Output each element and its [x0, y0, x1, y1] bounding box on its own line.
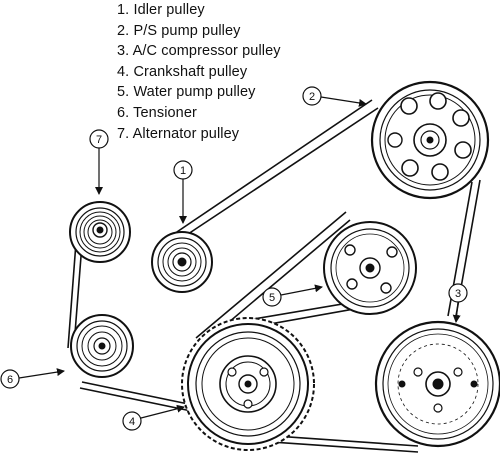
callout-2-label: 2	[309, 91, 315, 103]
callout-3-label: 3	[455, 288, 461, 300]
tensioner-pulley	[70, 314, 134, 378]
idler-pulley	[151, 231, 213, 293]
ac-compressor-pulley	[374, 320, 500, 448]
callout-2: 2	[302, 86, 367, 107]
callout-6: 6	[0, 368, 65, 389]
parts-legend: 1. Idler pulley 2. P/S pump pulley 3. A/…	[117, 0, 281, 144]
legend-item-ps-pump: 2. P/S pump pulley	[117, 22, 241, 39]
ps-pump-pulley	[370, 80, 490, 200]
legend-item-water-pump: 5. Water pump pulley	[117, 84, 256, 101]
callout-5: 5	[262, 284, 323, 307]
legend-item-crankshaft: 4. Crankshaft pulley	[117, 63, 248, 80]
legend-item-tensioner: 6. Tensioner	[117, 104, 197, 121]
crankshaft-pulley	[181, 317, 315, 451]
callout-1: 1	[173, 160, 193, 224]
water-pump-pulley	[323, 221, 417, 315]
legend-item-ac-compressor: 3. A/C compressor pulley	[117, 43, 281, 60]
legend-item-alternator: 7. Alternator pulley	[117, 125, 240, 142]
callout-4-label: 4	[129, 416, 135, 428]
callout-3: 3	[448, 283, 468, 323]
callout-7: 7	[89, 129, 109, 195]
callout-6-label: 6	[7, 374, 13, 386]
callout-5-label: 5	[269, 292, 275, 304]
legend-item-idler: 1. Idler pulley	[117, 2, 205, 18]
callout-7-label: 7	[96, 134, 102, 146]
alternator-pulley	[69, 201, 131, 263]
callout-1-label: 1	[180, 165, 186, 177]
callout-4: 4	[122, 404, 185, 431]
